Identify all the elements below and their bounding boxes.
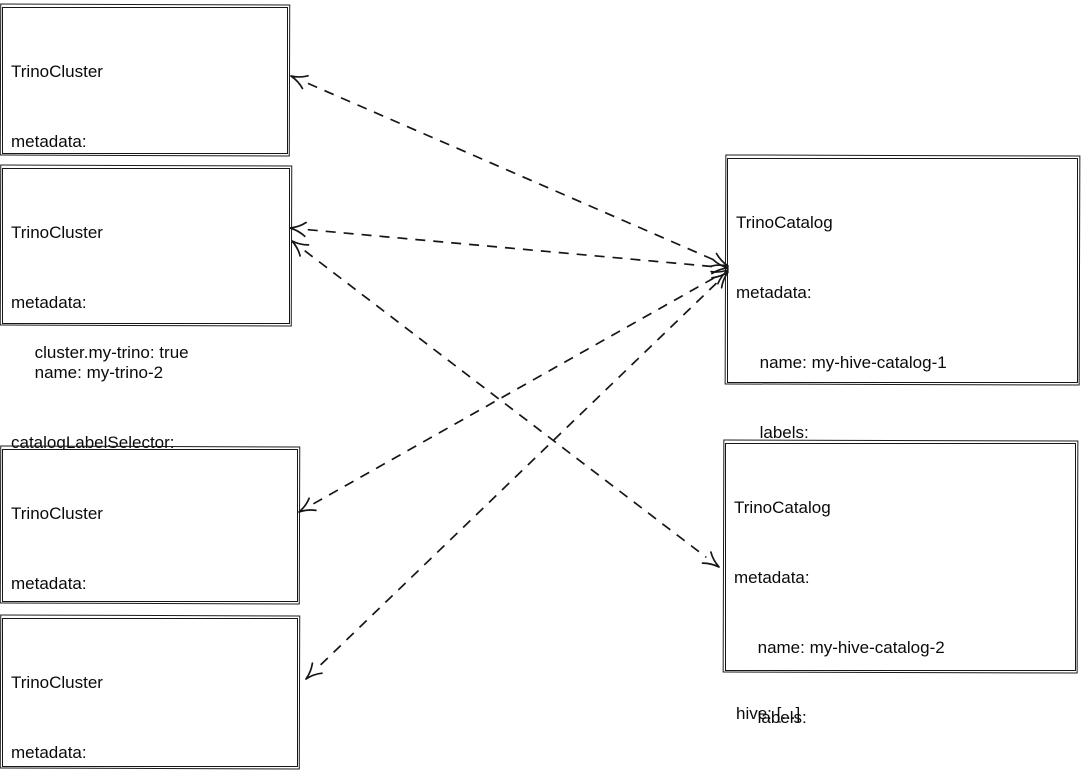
node-trinocluster-my-trino-2: TrinoCluster metadata: name: my-trino-2 … (2, 168, 290, 523)
edge-my-trino-2-to-my-hive-catalog-2 (304, 250, 707, 558)
arrowhead-icon (710, 252, 729, 268)
node-text-line: TrinoCluster (11, 222, 103, 242)
node-text-line: metadata: (734, 568, 810, 588)
node-trinocluster-my-trino-blue: TrinoCluster metadata: name: my-trino-bl… (2, 449, 298, 733)
node-text-line: metadata: (11, 132, 87, 152)
arrowhead-icon (711, 271, 729, 289)
node-text-line: metadata: (11, 574, 87, 594)
node-text-line: TrinoCatalog (734, 497, 831, 517)
edge-my-hive-catalog-1-to-my-trino-green (316, 282, 718, 669)
arrowhead-icon (710, 269, 729, 285)
arrowhead-icon (298, 497, 317, 513)
node-trinocluster-my-trino-green: TrinoCluster metadata: name: my-trino-gr… (2, 618, 298, 767)
node-text-line: TrinoCluster (11, 61, 103, 81)
edge-my-hive-catalog-1-to-my-trino-blue (312, 277, 715, 505)
node-text-line: metadata: (11, 743, 87, 763)
edge-my-hive-catalog-1-to-my-trino-2 (305, 228, 713, 268)
node-text-line: metadata: (11, 293, 87, 313)
node-trinocatalog-my-hive-catalog-2: TrinoCatalog metadata: name: my-hive-cat… (725, 443, 1076, 727)
arrowhead-icon (305, 662, 323, 680)
node-text-line: hive: [...] (736, 704, 801, 724)
node-text-line: catalogLabelSelector: (11, 433, 175, 453)
arrowhead-icon (290, 74, 309, 90)
edge-my-hive-catalog-1-to-my-trino (305, 81, 714, 261)
node-text-line: name: my-hive-catalog-2 (734, 638, 945, 658)
node-text-line: name: my-hive-catalog-1 (736, 353, 947, 373)
node-text-line: name: my-trino-2 (11, 363, 164, 383)
node-trinocatalog-my-hive-catalog-1: TrinoCatalog metadata: name: my-hive-cat… (727, 158, 1078, 723)
node-text-line: TrinoCluster (11, 672, 103, 692)
arrowhead-icon (701, 551, 720, 568)
node-text-line: TrinoCluster (11, 503, 103, 523)
node-text-line: TrinoCatalog (736, 212, 833, 232)
node-text-line: labels: (736, 423, 809, 443)
arrowhead-icon (289, 221, 307, 238)
arrowhead-icon (711, 258, 729, 275)
node-text-line: metadata: (736, 283, 812, 303)
arrowhead-icon (291, 240, 310, 257)
node-trinocluster-my-trino: TrinoCluster metadata: name: my-trino ca… (2, 7, 288, 362)
node-text-line: labels: (734, 708, 807, 728)
